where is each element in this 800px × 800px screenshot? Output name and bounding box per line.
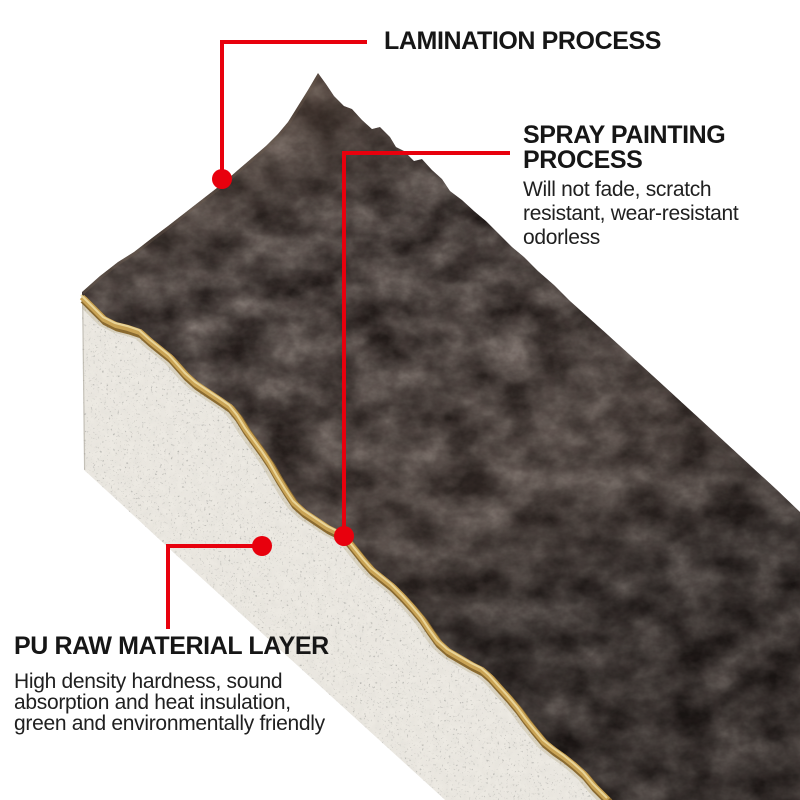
pu-layer-dot — [252, 536, 272, 556]
callout-leaders — [166, 40, 510, 629]
lamination-title: LAMINATION PROCESS — [384, 27, 662, 55]
pu-layer-callout: PU RAW MATERIAL LAYER High density hardn… — [14, 633, 329, 734]
spray-painting-dot — [334, 526, 354, 546]
lamination-dot — [212, 169, 232, 189]
pu-layer-leader-line — [166, 544, 260, 629]
spray-painting-desc-line2: resistant, wear-resistant — [523, 202, 739, 225]
spray-painting-leader-line — [342, 151, 510, 533]
spray-painting-desc-line3: odorless — [523, 226, 600, 249]
spray-painting-callout: SPRAY PAINTING PROCESS Will not fade, sc… — [523, 121, 739, 250]
pu-layer-desc-line1: High density hardness, sound — [14, 670, 283, 693]
lamination-callout: LAMINATION PROCESS — [384, 29, 661, 54]
spray-painting-title-line2: PROCESS — [523, 146, 643, 174]
pu-layer-desc-line3: green and environmentally friendly — [14, 712, 325, 735]
pu-layer-desc-line2: absorption and heat insulation, — [14, 691, 291, 714]
callout-dots — [212, 169, 354, 556]
spray-painting-title-line1: SPRAY PAINTING — [523, 121, 726, 149]
spray-painting-desc-line1: Will not fade, scratch — [523, 178, 712, 201]
pu-layer-title: PU RAW MATERIAL LAYER — [14, 632, 329, 660]
lamination-leader-line — [220, 40, 367, 179]
